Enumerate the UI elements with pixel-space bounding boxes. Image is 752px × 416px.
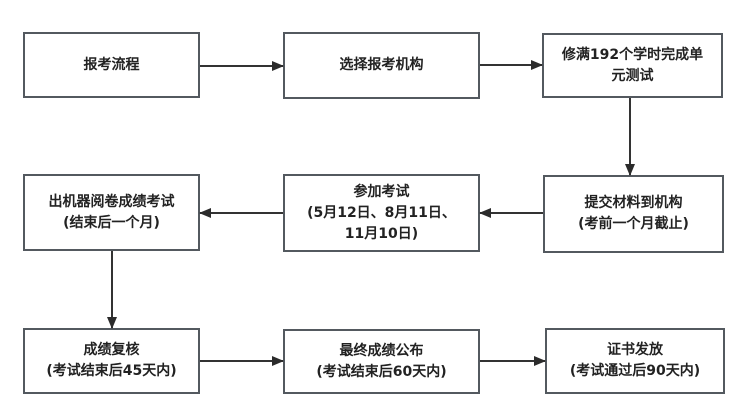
flow-node-submit-materials: 提交材料到机构 (考前一个月截止) xyxy=(543,175,724,253)
flow-node-take-exam-label: 参加考试 (5月12日、8月11日、 11月10日) xyxy=(307,183,456,242)
flow-node-score-review-label: 成绩复核 (考试结束后45天内) xyxy=(46,342,177,379)
flow-node-certificate: 证书发放 (考试通过后90天内) xyxy=(545,328,725,394)
flow-node-choose-institution: 选择报考机构 xyxy=(283,32,480,99)
flow-node-score-review: 成绩复核 (考试结束后45天内) xyxy=(23,328,200,394)
flow-node-start-label: 报考流程 xyxy=(83,56,140,73)
flow-node-final-results-label: 最终成绩公布 (考试结束后60天内) xyxy=(316,342,447,380)
flow-node-start: 报考流程 xyxy=(23,32,200,98)
flow-node-complete-hours: 修满192个学时完成单 元测试 xyxy=(542,33,723,98)
flow-node-complete-hours-label: 修满192个学时完成单 元测试 xyxy=(561,46,704,84)
flow-node-final-results: 最终成绩公布 (考试结束后60天内) xyxy=(283,329,480,394)
flow-node-machine-scoring-label: 出机器阅卷成绩考试 (结束后一个月) xyxy=(48,193,175,231)
flow-node-machine-scoring: 出机器阅卷成绩考试 (结束后一个月) xyxy=(23,174,200,251)
flow-node-choose-institution-label: 选择报考机构 xyxy=(339,57,424,73)
flow-node-take-exam: 参加考试 (5月12日、8月11日、 11月10日) xyxy=(283,174,480,252)
flow-node-certificate-label: 证书发放 (考试通过后90天内) xyxy=(569,342,701,379)
flow-node-submit-materials-label: 提交材料到机构 (考前一个月截止) xyxy=(578,195,689,232)
